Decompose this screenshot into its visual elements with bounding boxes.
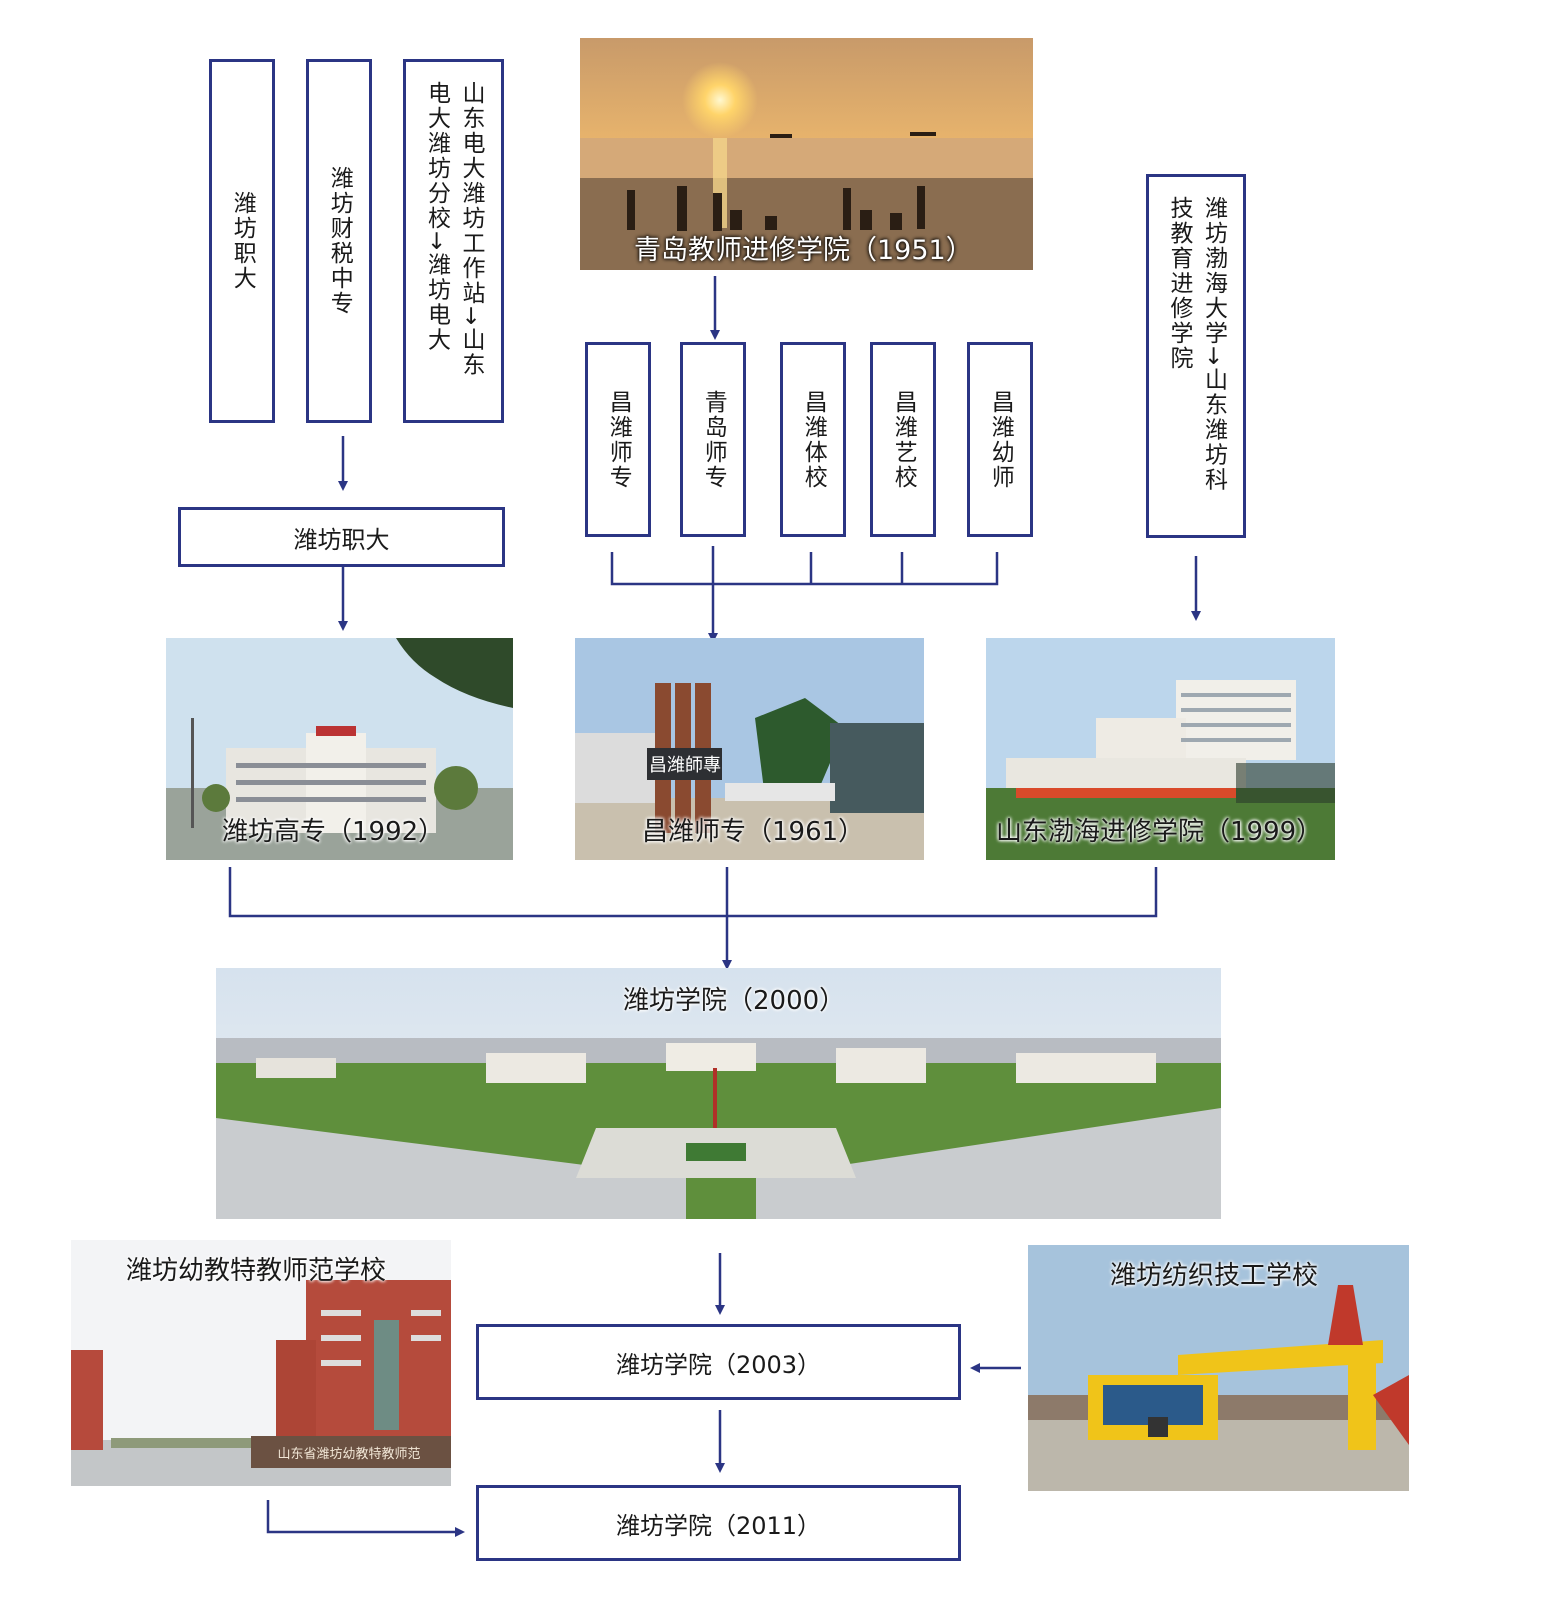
photo-shizhuan: 昌潍師專 昌潍师专（1961） bbox=[575, 638, 924, 860]
fangzhi-gate-image bbox=[1028, 1245, 1409, 1491]
box-label: 昌潍幼师 bbox=[987, 389, 1014, 490]
box-xueyuan-2003: 潍坊学院（2003） bbox=[476, 1324, 961, 1400]
box-label: 潍坊财税中专 bbox=[326, 166, 353, 316]
box-weifang-zhida-old: 潍坊职大 bbox=[209, 59, 275, 423]
box-changwei-tixiao: 昌潍体校 bbox=[780, 342, 846, 537]
caption-fangzhi: 潍坊纺织技工学校 bbox=[1110, 1261, 1319, 1291]
box-label: 昌潍师专 bbox=[605, 389, 632, 490]
caption-bohai: 山东渤海进修学院（1999） bbox=[996, 817, 1323, 847]
box-weifang-zhida: 潍坊职大 bbox=[178, 507, 505, 567]
caption-shizhuan: 昌潍师专（1961） bbox=[642, 817, 865, 847]
box-label: 昌潍体校 bbox=[800, 389, 827, 490]
box-caishui-zhongzhuan: 潍坊财税中专 bbox=[306, 59, 372, 423]
box-diantai: 山东电大潍坊工作站→山东电大潍坊分校→潍坊电大 bbox=[403, 59, 504, 423]
box-qingdao-shizhuan: 青岛师专 bbox=[680, 342, 746, 537]
caption-xueyuan-2000: 潍坊学院（2000） bbox=[623, 986, 846, 1016]
gate-sign-text: 昌潍師專 bbox=[649, 755, 721, 775]
youjiao-sign-text: 山东省潍坊幼教特教师范 bbox=[277, 1446, 420, 1461]
box-xueyuan-2011: 潍坊学院（2011） bbox=[476, 1485, 961, 1561]
photo-qingdao-sunset: 青岛教师进修学院（1951） bbox=[580, 38, 1033, 270]
bracket-five-schools bbox=[610, 546, 999, 586]
photo-gaozhuan: 潍坊高专（1992） bbox=[166, 638, 513, 860]
youjiao-building-image: 山东省潍坊幼教特教师范 bbox=[71, 1240, 451, 1486]
box-changwei-yixiao: 昌潍艺校 bbox=[870, 342, 936, 537]
photo-xueyuan-2000: 潍坊学院（2000） bbox=[216, 968, 1221, 1219]
caption-gaozhuan: 潍坊高专（1992） bbox=[222, 817, 445, 847]
box-changwei-youshi: 昌潍幼师 bbox=[967, 342, 1033, 537]
box-label: 昌潍艺校 bbox=[890, 389, 917, 490]
photo-fangzhi: 潍坊纺织技工学校 bbox=[1028, 1245, 1409, 1491]
sunset-beach-image bbox=[580, 38, 1033, 270]
photo-bohai: 山东渤海进修学院（1999） bbox=[986, 638, 1335, 860]
campus-panorama-image bbox=[216, 968, 1221, 1219]
box-bohai-daxue: 潍坊渤海大学→山东潍坊科技教育进修学院 bbox=[1146, 174, 1246, 538]
shizhuan-gate-image: 昌潍師專 bbox=[575, 638, 924, 860]
caption-youjiao: 潍坊幼教特教师范学校 bbox=[126, 1256, 387, 1286]
box-label: 山东电大潍坊工作站→山东电大潍坊分校→潍坊电大 bbox=[423, 81, 485, 378]
photo-youjiao: 山东省潍坊幼教特教师范 潍坊幼教特教师范学校 bbox=[71, 1240, 451, 1486]
bracket-three-schools bbox=[228, 867, 1158, 918]
box-label: 潍坊学院（2011） bbox=[615, 1511, 822, 1540]
box-label: 潍坊职大 bbox=[229, 191, 256, 291]
box-label: 青岛师专 bbox=[700, 389, 727, 490]
box-label: 潍坊渤海大学→山东潍坊科技教育进修学院 bbox=[1166, 196, 1227, 493]
bohai-building-image bbox=[986, 638, 1335, 860]
box-label: 潍坊学院（2003） bbox=[615, 1350, 822, 1379]
arrow-youjiao-to-2011 bbox=[266, 1500, 465, 1537]
gaozhuan-building-image bbox=[166, 638, 513, 860]
caption-qingdao: 青岛教师进修学院（1951） bbox=[634, 235, 973, 266]
box-changwei-shizhuan: 昌潍师专 bbox=[585, 342, 651, 537]
box-label: 潍坊职大 bbox=[293, 525, 390, 554]
